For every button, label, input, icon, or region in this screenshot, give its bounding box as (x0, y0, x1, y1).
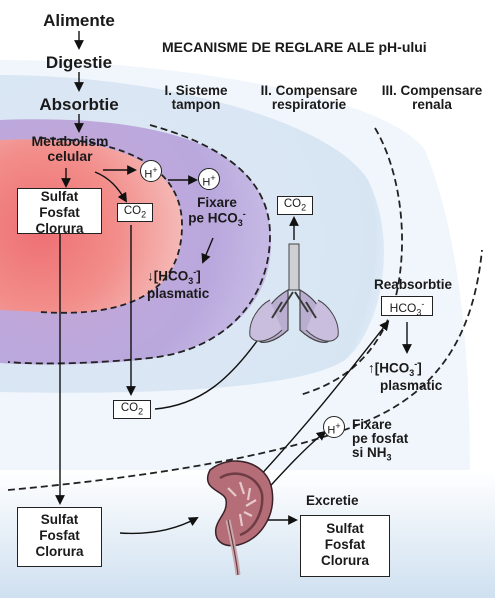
chain-absorbtie: Absorbtie (27, 96, 131, 114)
chain-alimente: Alimente (27, 12, 131, 30)
co2-box-cell: CO2 (117, 203, 153, 222)
reabsorbtie-label: Reabsorbtie (374, 278, 452, 292)
col2-line2: respiratorie (244, 98, 374, 112)
excretie-label: Excretie (306, 494, 359, 508)
plasmatic-label-2: plasmatic (368, 379, 442, 393)
fixare-fosfat-line1: Fixare (352, 418, 408, 432)
acids-box-top: Sulfat Fosfat Clorura (17, 188, 102, 234)
metabolism-label: Metabolism celular (18, 134, 122, 163)
up-arrow-icon: ↑ (368, 361, 375, 376)
hco3-plasmatic-up-line1: ↑[HCO3-] (368, 360, 442, 379)
hco3-plasmatic-down: ↓[HCO3-] plasmatic (147, 268, 209, 301)
h-ion-circle-2: H+ (198, 168, 220, 190)
col1-line2: tampon (146, 98, 246, 112)
col3-line2: renala (368, 98, 495, 112)
down-arrow-icon: ↓ (147, 269, 154, 284)
col1-line1: I. Sisteme (146, 84, 246, 98)
acid-clorura-top: Clorura (18, 221, 101, 237)
fixare-fosfat-line3: si NH3 (352, 446, 408, 463)
acids-box-bottom: Sulfat Fosfat Clorura (17, 507, 102, 567)
h-ion-circle-1: H+ (140, 160, 162, 182)
acid-fosfat-bottom: Fosfat (18, 528, 101, 544)
col-buffer-header: I. Sisteme tampon (146, 84, 246, 112)
acid-fosfat-excretie: Fosfat (301, 537, 389, 553)
chain-digestie: Digestie (27, 54, 131, 72)
co2-box-lungs: CO2 (277, 196, 313, 215)
fixare-fosfat-label: Fixare pe fosfat si NH3 (352, 418, 408, 463)
diagram-title: MECANISME DE REGLARE ALE pH-ului (162, 40, 427, 55)
acid-clorura-bottom: Clorura (18, 544, 101, 560)
acid-clorura-excretie: Clorura (301, 553, 389, 569)
col2-line1: II. Compensare (244, 84, 374, 98)
col-respiratory-header: II. Compensare respiratorie (244, 84, 374, 112)
metabolism-line1: Metabolism (18, 134, 122, 149)
co2-box-blood: CO2 (113, 400, 151, 419)
col-renal-header: III. Compensare renala (368, 84, 495, 112)
metabolism-line2: celular (18, 149, 122, 164)
hco3-plasmatic-down-line1: ↓[HCO3-] (147, 268, 209, 287)
acid-sulfat-excretie: Sulfat (301, 521, 389, 537)
fixare-fosfat-line2: pe fosfat (352, 432, 408, 446)
acids-box-excretie: Sulfat Fosfat Clorura (300, 515, 390, 577)
col3-line1: III. Compensare (368, 84, 495, 98)
fixare-hco3-label: Fixare pe HCO3- (182, 196, 252, 229)
hco3-plasmatic-up: ↑[HCO3-] plasmatic (368, 360, 442, 393)
acid-sulfat-bottom: Sulfat (18, 512, 101, 528)
hco3-box: HCO3- (381, 296, 433, 316)
acid-sulfat-top: Sulfat (18, 189, 101, 205)
fixare-line2: pe HCO3- (182, 210, 252, 229)
acid-fosfat-top: Fosfat (18, 205, 101, 221)
fixare-line1: Fixare (182, 196, 252, 210)
plasmatic-label-1: plasmatic (147, 287, 209, 301)
h-ion-circle-3: H+ (323, 416, 345, 438)
